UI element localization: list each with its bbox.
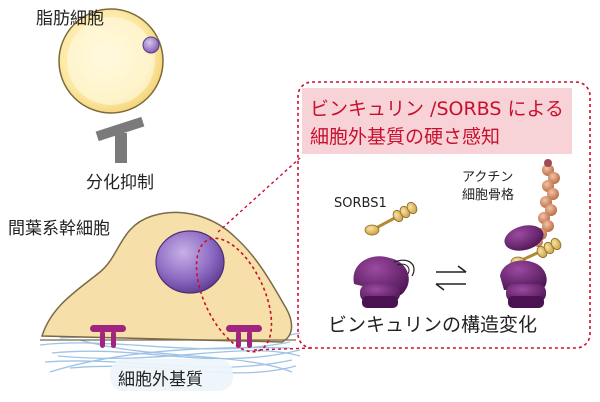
vinculin-closed bbox=[353, 256, 415, 308]
title-line-1: ビンキュリン /SORBS による bbox=[310, 98, 564, 120]
sorbs1-molecule bbox=[364, 201, 418, 236]
focal-adhesion-right bbox=[226, 325, 262, 348]
t-bar-inhibition-icon bbox=[95, 116, 145, 163]
conformation-label: ビンキュリンの構造変化 bbox=[328, 314, 538, 336]
zoom-line-top bbox=[217, 157, 301, 233]
zoom-panel bbox=[297, 81, 591, 349]
zoom-line-bottom bbox=[253, 347, 313, 351]
title-highlight-box bbox=[302, 88, 572, 154]
ecm-label: 細胞外基質 bbox=[118, 370, 203, 390]
actin-label-1: アクチン bbox=[462, 170, 514, 185]
focal-adhesion-left bbox=[90, 325, 126, 348]
equilibrium-arrows-icon bbox=[435, 265, 467, 291]
ecm-label-box bbox=[110, 359, 233, 391]
sorbs1-label: SORBS1 bbox=[334, 196, 387, 211]
inhibition-label: 分化抑制 bbox=[86, 173, 154, 193]
adipocyte bbox=[58, 8, 164, 114]
actin-label-2: 細胞骨格 bbox=[462, 188, 515, 203]
adipocyte-label: 脂肪細胞 bbox=[36, 9, 104, 29]
zoom-highlight-ellipse bbox=[195, 237, 273, 353]
vinculin-open bbox=[500, 225, 562, 308]
cell-nucleus bbox=[155, 230, 225, 294]
title-line-2: 細胞外基質の硬さ感知 bbox=[310, 126, 501, 148]
msc-label: 間葉系幹細胞 bbox=[8, 219, 110, 239]
